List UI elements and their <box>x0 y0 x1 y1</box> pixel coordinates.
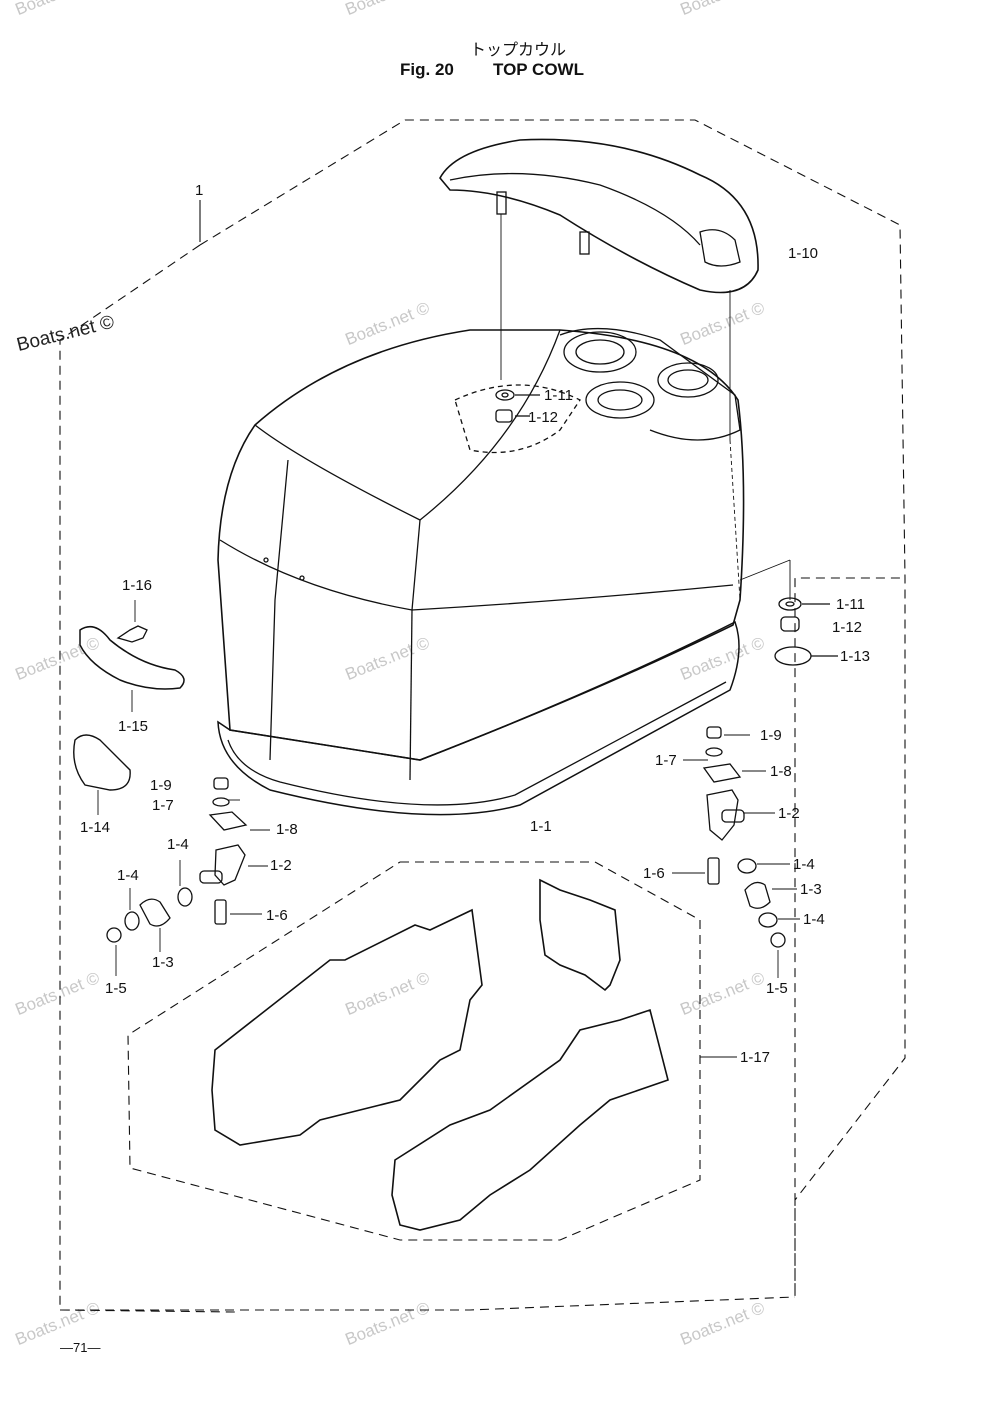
title-japanese: トップカウル <box>470 40 567 59</box>
callout-1-6-right: 1-6 <box>643 865 665 882</box>
cowl-crease-3 <box>411 584 734 611</box>
washer-1-4-b <box>177 887 193 907</box>
assembly-boundary <box>199 119 906 1297</box>
callout-1-3-right: 1-3 <box>800 881 822 898</box>
cowl-crease-4 <box>269 459 289 761</box>
callout-1-8-left: 1-8 <box>276 821 298 838</box>
washer-1-7-right <box>705 747 723 757</box>
cowl-top-recess <box>454 384 581 454</box>
callout-1-16: 1-16 <box>122 577 153 594</box>
callout-1-1: 1-1 <box>530 818 552 835</box>
cover-stud-2 <box>579 231 590 255</box>
washer-1-4-c <box>737 858 757 874</box>
bushing-1-3-right <box>744 881 771 909</box>
assembly-boundary-outline <box>59 244 796 1313</box>
callout-1-12-top: 1-12 <box>528 409 559 426</box>
cowl-crease-1 <box>254 329 561 521</box>
callout-1-7-left: 1-7 <box>152 797 174 814</box>
callout-1-4-left-lower: 1-4 <box>117 867 139 884</box>
insulation-sheet-bottom <box>391 1008 669 1231</box>
callout-1-8-right: 1-8 <box>770 763 792 780</box>
callout-1-5-left: 1-5 <box>105 980 127 997</box>
clip-1-5-left <box>106 927 122 943</box>
washer-1-4-a <box>124 911 140 931</box>
callout-1-15: 1-15 <box>118 718 149 735</box>
top-cover <box>439 138 759 294</box>
bushing-1-3-left <box>139 898 171 927</box>
callout-1-4-right-upper: 1-4 <box>793 856 815 873</box>
callout-1-7-right: 1-7 <box>655 752 677 769</box>
callout-1-17: 1-17 <box>740 1049 771 1066</box>
callout-1-13: 1-13 <box>840 648 871 665</box>
pad-1-14 <box>73 734 131 791</box>
washer-1-7-left <box>212 797 230 807</box>
grommet-1-11-top <box>495 389 515 401</box>
plug-1-13 <box>774 646 812 666</box>
callout-1-2-right: 1-2 <box>778 805 800 822</box>
collar-1-12-top <box>495 409 513 423</box>
plate-1-8-right <box>702 763 742 783</box>
figure-number: Fig. 20 <box>400 60 454 79</box>
insulation-set-boundary <box>127 861 701 1241</box>
plate-1-8-left <box>208 811 248 831</box>
callout-1-3-left: 1-3 <box>152 954 174 971</box>
vent-2 <box>657 362 719 398</box>
callout-1-9-left: 1-9 <box>150 777 172 794</box>
cowl-crease-2 <box>219 519 421 611</box>
cowl-crease-5 <box>409 609 413 781</box>
cowl-body <box>217 329 745 761</box>
collar-1-12-right <box>780 616 800 632</box>
callout-1-11-top: 1-11 <box>544 387 573 404</box>
callout-1-14: 1-14 <box>80 819 111 836</box>
callout-1-6-left: 1-6 <box>266 907 288 924</box>
callout-1-2-left: 1-2 <box>270 857 292 874</box>
nut-1-9-left <box>213 777 229 790</box>
callout-1-5-right: 1-5 <box>766 980 788 997</box>
callout-1-4-right-lower: 1-4 <box>803 911 825 928</box>
vent-1 <box>563 331 637 373</box>
figure-title: TOP COWL <box>493 60 584 79</box>
insulation-sheet-left <box>211 908 483 1146</box>
grommet-1-11-right <box>778 597 802 611</box>
nut-1-9-right <box>706 726 722 739</box>
hook-1-2-left <box>214 844 246 886</box>
hook-1-2-right <box>706 789 739 841</box>
bolt-1-6-right <box>707 857 720 885</box>
callout-1-12-right: 1-12 <box>832 619 863 636</box>
callout-1-10: 1-10 <box>788 245 819 262</box>
vent-3 <box>585 381 655 419</box>
insulation-sheet-top <box>539 878 621 992</box>
cowl-seal <box>217 620 740 816</box>
callout-1-11-right: 1-11 <box>836 596 865 613</box>
callout-1-4-left-upper: 1-4 <box>167 836 189 853</box>
clip-1-5-right <box>770 932 786 948</box>
lever-1-15 <box>79 625 185 690</box>
cover-stud-1 <box>496 191 507 215</box>
screw-1-16 <box>116 625 148 643</box>
page-number: —71— <box>60 1340 101 1355</box>
bolt-1-6-left <box>214 899 227 925</box>
washer-1-4-d <box>758 912 778 928</box>
callout-1-9-right: 1-9 <box>760 727 782 744</box>
callout-1: 1 <box>195 182 204 199</box>
